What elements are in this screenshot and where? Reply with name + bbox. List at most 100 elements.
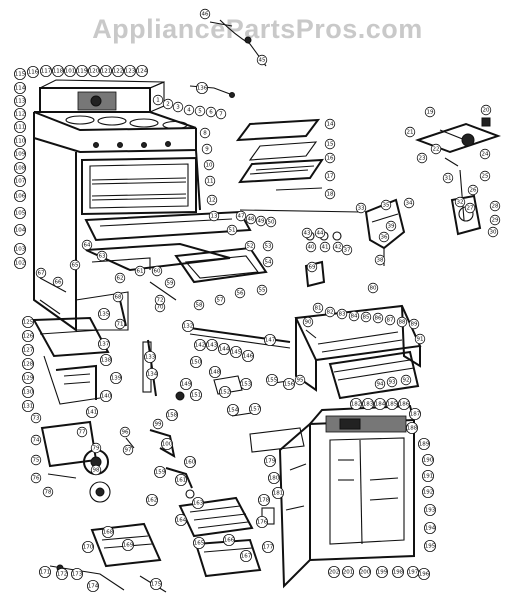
callout-number: 30 [490,229,497,235]
watermark-text: AppliancePartsPros.com [92,14,423,44]
callout-number: 104 [15,227,26,233]
callout-198: 198 [391,566,404,579]
callout-86: 86 [372,312,384,324]
callout-number: 73 [33,415,40,421]
callout-84: 84 [348,310,360,322]
callout-number: 7 [219,111,223,117]
callout-number: 20 [483,107,490,113]
callout-bubble [241,349,254,362]
callout-61: 61 [134,265,146,277]
callout-bubble [265,373,278,386]
callout-15: 15 [324,138,336,150]
callout-169: 169 [122,539,135,552]
callout-93: 93 [386,376,398,388]
callout-number: 24 [482,151,489,157]
callout-bubble [195,82,208,95]
callout-bubble [110,371,123,384]
callout-79: 79 [90,442,102,454]
callout-173: 173 [71,568,84,581]
callout-105: 105 [13,206,26,219]
callout-126: 126 [21,329,34,342]
burner-box-left [32,316,110,405]
callout-number: 183 [363,401,374,407]
callout-42: 42 [332,241,344,253]
callout-number: 133 [145,354,156,360]
callout-99: 99 [152,418,164,430]
callout-bubble [64,65,77,78]
callout-55: 55 [256,284,268,296]
callout-25: 25 [479,170,491,182]
callout-59: 59 [164,277,176,289]
callout-bubble [194,105,206,117]
callout-bubble [122,539,135,552]
callout-number: 142 [195,342,206,348]
callout-67: 67 [35,267,47,279]
callout-number: 129 [23,375,34,381]
callout-number: 198 [393,569,404,575]
callout-bubble [13,68,26,81]
callout-bubble [13,134,26,147]
callout-bubble [396,316,408,328]
callout-183: 183 [361,397,374,410]
callout-bubble [149,578,162,591]
callout-111: 111 [13,121,26,134]
callout-number: 77 [79,429,86,435]
callout-22: 22 [430,143,442,155]
callout-98: 98 [90,464,102,476]
callout-bubble [336,308,348,320]
callout-103: 103 [13,242,26,255]
callout-bubble [215,108,227,120]
callout-bubble [405,421,418,434]
callout-54: 54 [262,256,274,268]
callout-171: 171 [39,566,52,579]
callout-127: 127 [21,343,34,356]
callout-bubble [406,566,419,579]
callout-bubble [239,377,252,390]
callout-bubble [374,254,386,266]
callout-number: 200 [360,569,371,575]
callout-100: 100 [160,437,173,450]
callout-number: 153 [241,381,252,387]
callout-bubble [71,568,84,581]
callout-bubble [201,143,213,155]
callout-107: 107 [13,174,26,187]
callout-bubble [386,376,398,388]
callout-bubble [90,464,102,476]
callout-number: 169 [123,542,134,548]
callout-number: 17 [327,173,334,179]
callout-number: 68 [115,294,122,300]
callout-116: 116 [26,66,39,79]
callout-bubble [21,357,34,370]
callout-number: 164 [176,517,187,523]
callout-bubble [305,241,317,253]
range-body-rear [261,404,415,589]
broiler-pan-stack [235,118,324,191]
callout-bubble [145,493,158,506]
callout-bubble [263,333,276,346]
callout-number: 70 [157,304,164,310]
callout-150: 150 [189,355,202,368]
callout-number: 16 [327,155,334,161]
callout-bubble [206,194,218,206]
callout-number: 154 [228,407,239,413]
callout-number: 151 [191,392,202,398]
callout-bubble [13,223,26,236]
callout-number: 110 [15,138,26,144]
callout-123: 123 [124,65,137,78]
callout-82: 82 [324,306,336,318]
broiler-drawer-parts [39,246,268,301]
callout-bubble [480,104,492,116]
callout-number: 163 [193,500,204,506]
callout-number: 128 [23,361,34,367]
callout-165: 165 [192,537,205,550]
callout-196: 196 [417,568,430,581]
callout-bubble [191,496,204,509]
callout-56: 56 [234,287,246,299]
callout-bubble [88,65,101,78]
callout-number: 191 [423,473,434,479]
callout-bubble [341,566,354,579]
callout-number: 147 [265,337,276,343]
callout-137: 137 [98,337,111,350]
callout-bubble [417,437,430,450]
callout-number: 121 [101,68,112,74]
